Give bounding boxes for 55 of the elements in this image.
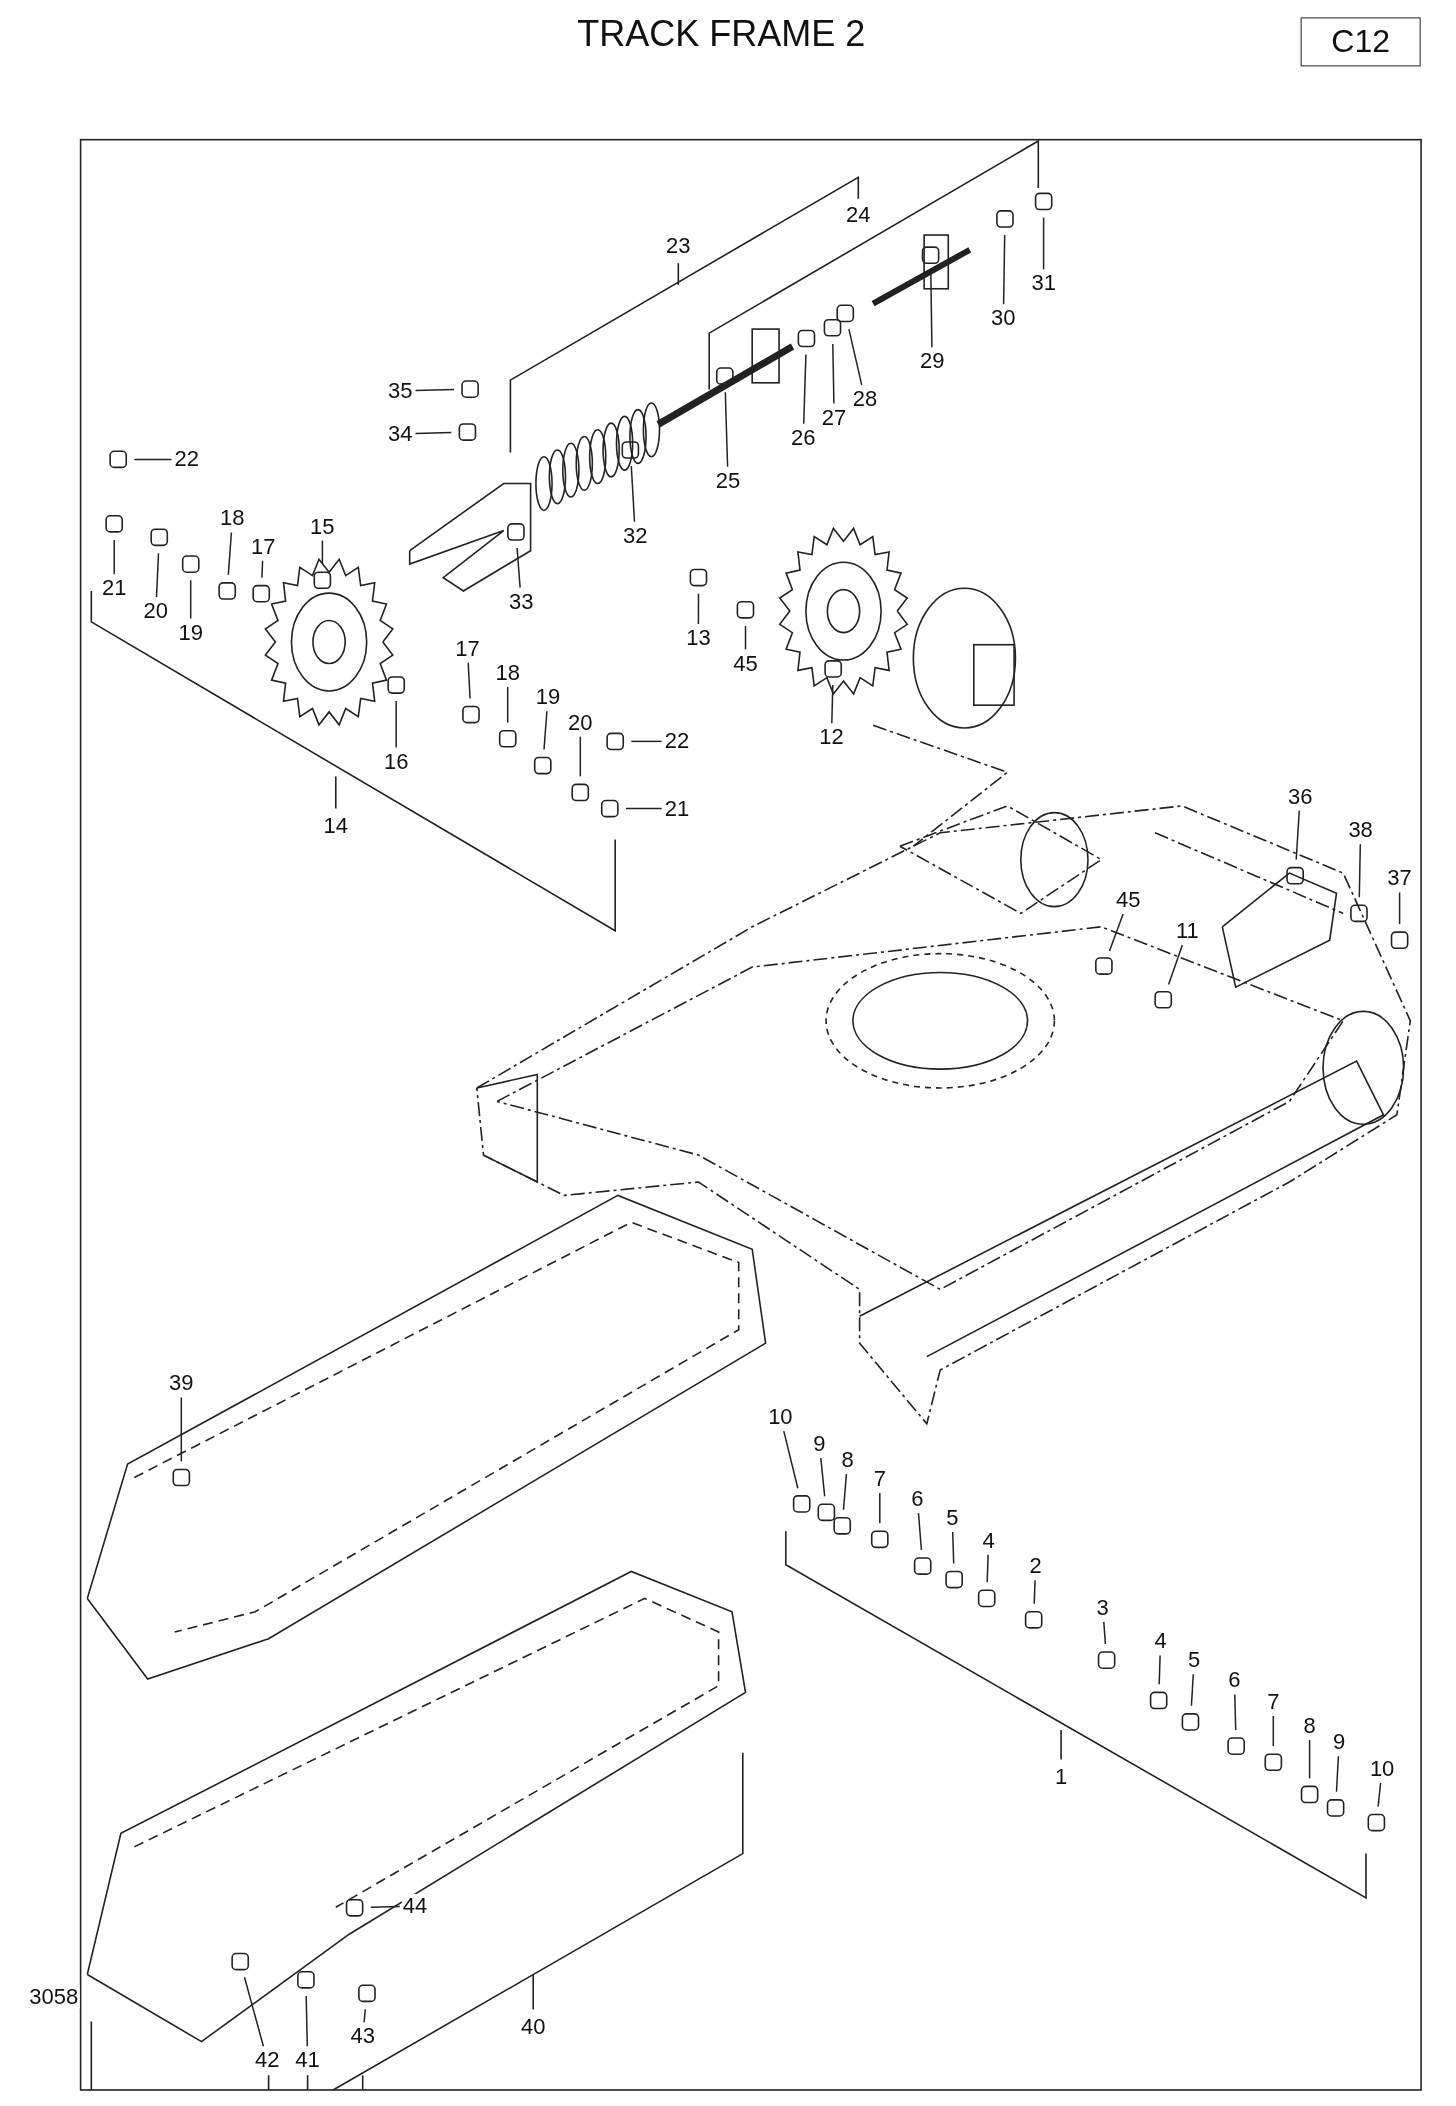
leader-line [1358,843,1362,898]
leader-line [848,328,863,386]
leader-line [630,740,663,743]
leader-line [802,353,807,425]
leader-line [625,807,663,810]
leader-line [321,539,324,565]
leader-line [1108,913,1124,952]
leader-line [414,431,453,435]
leader-line [261,560,264,579]
leader-line [543,710,548,751]
leader-line [917,1512,923,1551]
leader-line [1042,216,1045,271]
leader-line [831,684,834,725]
leader-line [189,579,192,620]
leader-line [1308,1739,1311,1780]
leader-line [414,388,455,392]
leader-line [113,539,115,575]
leader-line [1002,234,1006,305]
leader-line [305,1995,309,2048]
leader-line [227,531,233,576]
leader-line [1272,1715,1275,1747]
leader-line [986,1553,989,1584]
leader-line [243,1976,265,2048]
leader-line [155,552,160,598]
leader-line [369,1905,401,1909]
leader-line [724,391,729,468]
leader-line [951,1531,955,1565]
leader-line [516,547,521,589]
leader-line [1377,1782,1382,1808]
leader-line [1234,1693,1237,1731]
leader-line [820,1457,826,1498]
leader-line [506,686,509,724]
leader-line [1398,891,1401,925]
sheet-number: C12 [1300,17,1421,67]
leader-line [630,465,636,523]
leader-line [832,343,835,405]
leader-line [879,1492,881,1524]
leader-line [579,735,582,778]
leader-line [1167,944,1184,986]
leader-line [180,1396,183,1463]
leader-line [1190,1673,1195,1707]
leader-line [467,662,471,700]
leader-line [363,2008,367,2023]
leader-line [1103,1621,1107,1645]
leader-line [842,1473,848,1511]
leader-line [697,592,700,625]
leader-line [1033,1579,1036,1605]
leader-line [1158,1654,1161,1686]
leader-line [1335,1755,1340,1793]
leader-line [395,700,397,749]
leader-line [133,458,173,461]
leader-line [783,1430,799,1489]
page-title: TRACK FRAME 2 [576,13,867,54]
leader-line [1295,809,1301,861]
leader-line [744,625,747,651]
